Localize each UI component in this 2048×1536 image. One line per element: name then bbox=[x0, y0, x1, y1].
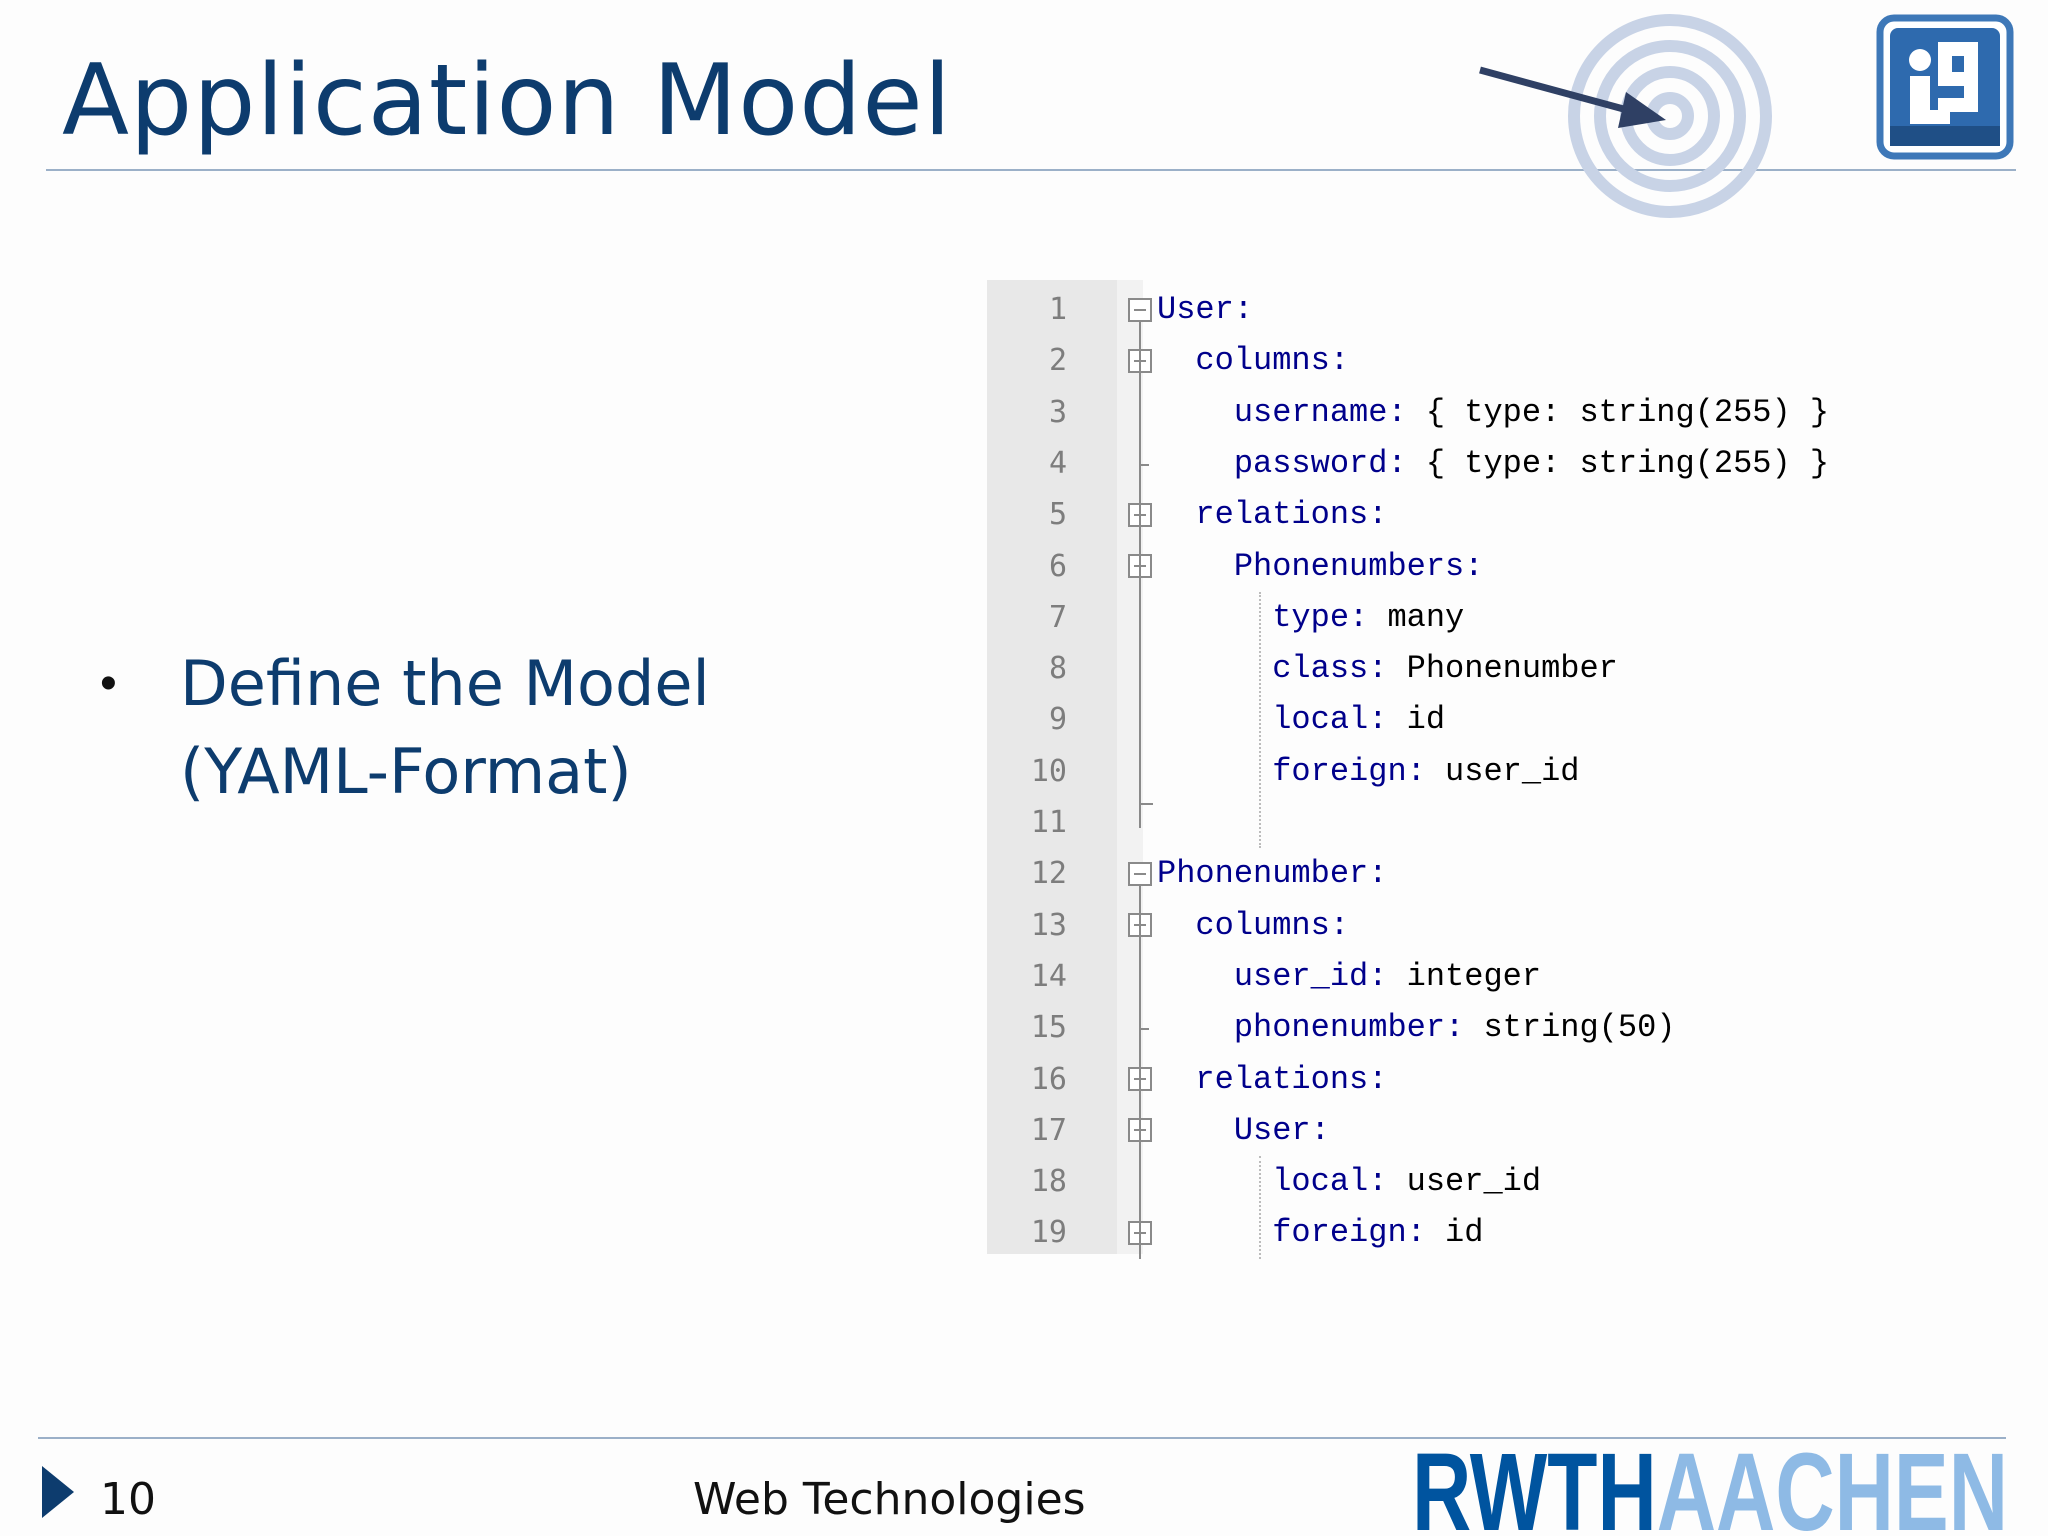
yaml-value: { type: string(255) } bbox=[1406, 393, 1830, 431]
line-number: 3 bbox=[1048, 394, 1067, 430]
yaml-key: local: bbox=[1157, 701, 1388, 739]
footer-divider bbox=[38, 1437, 2006, 1439]
line-number: 8 bbox=[1048, 651, 1067, 687]
line-number: 14 bbox=[1030, 958, 1067, 994]
yaml-key: Phonenumber: bbox=[1157, 855, 1388, 893]
yaml-value: user_id bbox=[1425, 752, 1580, 790]
line-number: 13 bbox=[1030, 907, 1067, 943]
line-number: 7 bbox=[1048, 599, 1067, 635]
yaml-key: relations: bbox=[1157, 496, 1388, 534]
yaml-key: phonenumber: bbox=[1157, 1009, 1465, 1047]
yaml-value: { type: string(255) } bbox=[1406, 444, 1830, 482]
triangle-right-icon bbox=[42, 1466, 74, 1518]
code-line: foreign: id bbox=[1157, 1207, 1483, 1258]
bullet-list: • Define the Model (YAML-Format) bbox=[100, 640, 710, 816]
fold-branch-mark bbox=[1139, 1027, 1149, 1030]
line-number: 11 bbox=[1030, 805, 1067, 840]
code-line: columns: bbox=[1157, 335, 1349, 386]
fold-toggle-icon[interactable] bbox=[1128, 861, 1152, 886]
code-line: phonenumber: string(50) bbox=[1157, 1002, 1676, 1053]
indent-guide bbox=[1259, 591, 1261, 849]
yaml-key: relations: bbox=[1157, 1060, 1388, 1098]
bullet-text: Define the Model (YAML-Format) bbox=[180, 640, 710, 816]
code-line: class: Phonenumber bbox=[1157, 643, 1618, 694]
line-number: 4 bbox=[1048, 445, 1067, 481]
yaml-key: User: bbox=[1157, 1111, 1330, 1149]
code-line: user_id: integer bbox=[1157, 951, 1541, 1002]
fold-end-mark bbox=[1139, 803, 1153, 805]
code-line: local: id bbox=[1157, 694, 1445, 745]
line-number: 18 bbox=[1030, 1164, 1067, 1200]
code-line: Phonenumber: bbox=[1157, 848, 1387, 899]
line-number: 17 bbox=[1030, 1112, 1067, 1148]
slide-title: Application Model bbox=[62, 44, 952, 158]
yaml-key: foreign: bbox=[1157, 752, 1426, 790]
yaml-value: many bbox=[1368, 598, 1465, 636]
code-line: columns: bbox=[1157, 900, 1349, 951]
yaml-key: columns: bbox=[1157, 342, 1350, 380]
svg-text:RWTHAACHEN: RWTHAACHEN bbox=[1412, 1446, 2008, 1534]
line-number: 12 bbox=[1030, 856, 1067, 892]
bullet-point-icon: • bbox=[100, 657, 117, 710]
yaml-key: password: bbox=[1157, 444, 1407, 482]
fold-line bbox=[1139, 885, 1141, 1259]
code-line: relations: bbox=[1157, 489, 1387, 540]
code-line: password: { type: string(255) } bbox=[1157, 438, 1829, 489]
line-number: 10 bbox=[1030, 753, 1067, 789]
yaml-key: User: bbox=[1157, 291, 1254, 328]
line-number: 6 bbox=[1048, 548, 1067, 584]
yaml-key: class: bbox=[1157, 650, 1388, 688]
line-number: 5 bbox=[1048, 497, 1067, 533]
yaml-key: user_id: bbox=[1157, 957, 1388, 995]
line-number: 1 bbox=[1048, 292, 1067, 327]
yaml-key: local: bbox=[1157, 1163, 1388, 1201]
yaml-key: columns: bbox=[1157, 906, 1350, 944]
fold-toggle-icon[interactable] bbox=[1128, 297, 1152, 322]
yaml-key: foreign: bbox=[1157, 1214, 1426, 1252]
title-divider bbox=[46, 169, 2016, 171]
line-number: 2 bbox=[1048, 343, 1067, 379]
yaml-value: id bbox=[1425, 1214, 1484, 1252]
bullet-line-1: Define the Model bbox=[180, 647, 710, 720]
code-line: local: user_id bbox=[1157, 1156, 1541, 1207]
line-number: 19 bbox=[1030, 1215, 1067, 1251]
indent-guide bbox=[1259, 1156, 1261, 1259]
code-line: type: many bbox=[1157, 592, 1464, 643]
line-number-gutter bbox=[987, 280, 1117, 1254]
line-number: 16 bbox=[1030, 1061, 1067, 1097]
code-line: username: { type: string(255) } bbox=[1157, 387, 1829, 438]
bullet-line-2: (YAML-Format) bbox=[180, 735, 632, 808]
target-with-arrow-icon bbox=[1479, 14, 1772, 218]
i9-logo-icon bbox=[1876, 14, 2014, 160]
code-line: relations: bbox=[1157, 1054, 1387, 1105]
bullet-item: • Define the Model (YAML-Format) bbox=[100, 640, 710, 816]
yaml-value: Phonenumber bbox=[1387, 650, 1618, 688]
yaml-value: user_id bbox=[1387, 1163, 1542, 1201]
yaml-key: type: bbox=[1157, 598, 1369, 636]
yaml-key: Phonenumbers: bbox=[1157, 547, 1484, 585]
fold-line bbox=[1139, 321, 1141, 828]
line-number: 9 bbox=[1048, 702, 1067, 738]
yaml-value: id bbox=[1387, 701, 1446, 739]
rwth-aachen-logo: RWTHAACHEN bbox=[1412, 1446, 2008, 1534]
yaml-key: username: bbox=[1157, 393, 1407, 431]
code-line: User: bbox=[1157, 1105, 1330, 1156]
code-line: User: bbox=[1157, 284, 1253, 335]
page-number: 10 bbox=[100, 1474, 156, 1525]
yaml-value: integer bbox=[1387, 957, 1542, 995]
code-line: foreign: user_id bbox=[1157, 746, 1579, 797]
code-line: Phonenumbers: bbox=[1157, 541, 1484, 592]
course-title: Web Technologies bbox=[693, 1474, 1086, 1525]
fold-branch-mark bbox=[1139, 463, 1149, 466]
yaml-value: string(50) bbox=[1464, 1009, 1676, 1047]
fold-margin bbox=[1117, 280, 1143, 1254]
line-number: 15 bbox=[1030, 1010, 1067, 1046]
